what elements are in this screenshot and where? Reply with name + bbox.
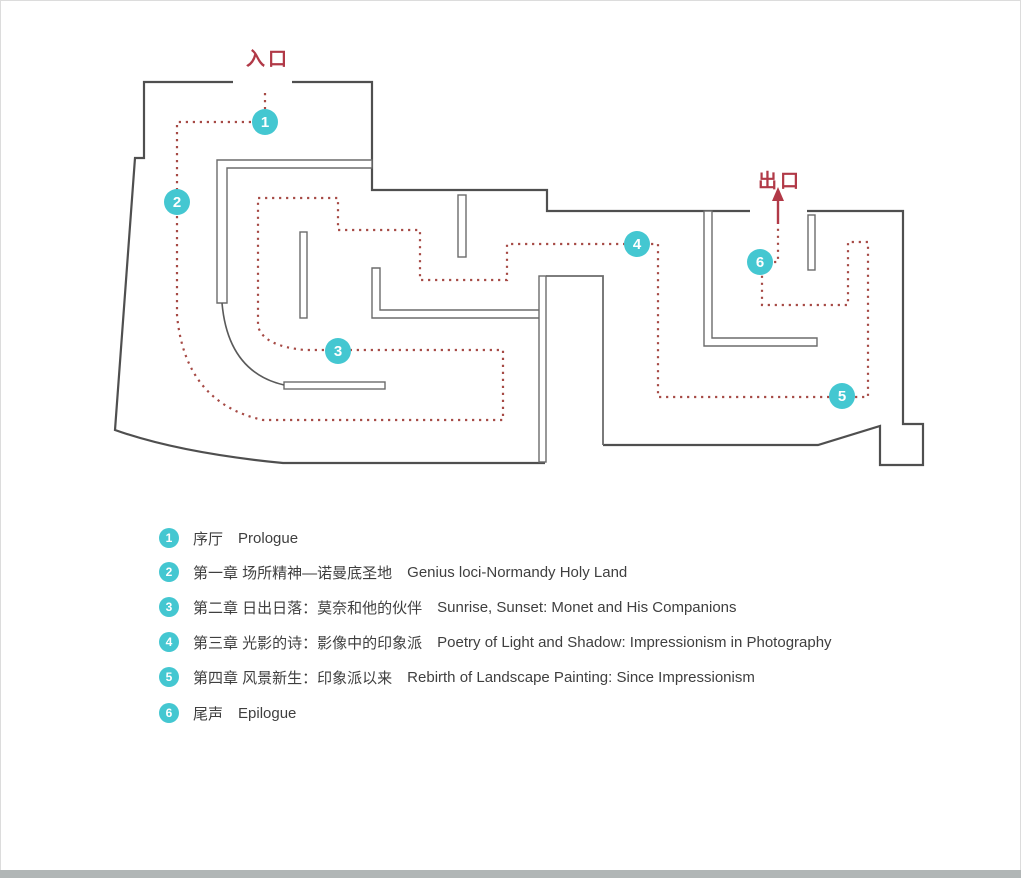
map-stop-badge-2: 2 (164, 189, 190, 215)
legend-badge-3: 3 (159, 597, 179, 617)
legend-badge-1: 1 (159, 528, 179, 548)
legend-item-5: 5 第四章 风景新生：印象派以来 Rebirth of Landscape Pa… (159, 666, 755, 688)
map-stop-badge-5: 5 (829, 383, 855, 409)
legend-badge-2: 2 (159, 562, 179, 582)
legend-badge-6: 6 (159, 703, 179, 723)
legend-en-2: Genius loci-Normandy Holy Land (407, 563, 628, 581)
legend-en-5: Rebirth of Landscape Painting: Since Imp… (407, 668, 755, 686)
map-stop-badge-3: 3 (325, 338, 351, 364)
legend-badge-4: 4 (159, 632, 179, 652)
legend-en-4: Poetry of Light and Shadow: Impressionis… (437, 633, 832, 651)
legend-item-2: 2 第一章 场所精神—诺曼底圣地 Genius loci-Normandy Ho… (159, 561, 627, 583)
outer-walls (113, 80, 925, 467)
legend-zh-5: 第四章 风景新生：印象派以来 (193, 669, 393, 687)
legend-zh-6: 尾声 (193, 705, 224, 723)
legend-zh-4: 第三章 光影的诗：影像中的印象派 (193, 634, 423, 652)
legend-en-6: Epilogue (238, 704, 297, 722)
legend-zh-1: 序厅 (193, 530, 224, 548)
exit-arrow-icon (772, 187, 784, 224)
legend-item-4: 4 第三章 光影的诗：影像中的印象派 Poetry of Light and S… (159, 631, 832, 653)
exit-label: 出口 (757, 171, 803, 192)
legend-item-1: 1 序厅 Prologue (159, 527, 298, 549)
legend-zh-3: 第二章 日出日落：莫奈和他的伙伴 (193, 599, 423, 617)
legend-en-3: Sunrise, Sunset: Monet and His Companion… (437, 598, 737, 616)
interior-walls (216, 159, 818, 463)
visitor-route-path (175, 93, 870, 422)
window-bottom-bar (0, 870, 1021, 878)
legend-item-6: 6 尾声 Epilogue (159, 702, 296, 724)
map-stop-badge-1: 1 (252, 109, 278, 135)
map-stop-badge-6: 6 (747, 249, 773, 275)
legend-en-1: Prologue (238, 529, 299, 547)
map-stop-badge-4: 4 (624, 231, 650, 257)
legend-zh-2: 第一章 场所精神—诺曼底圣地 (193, 564, 393, 582)
legend-item-3: 3 第二章 日出日落：莫奈和他的伙伴 Sunrise, Sunset: Mone… (159, 596, 737, 618)
legend-badge-5: 5 (159, 667, 179, 687)
entrance-label: 入口 (245, 49, 291, 70)
